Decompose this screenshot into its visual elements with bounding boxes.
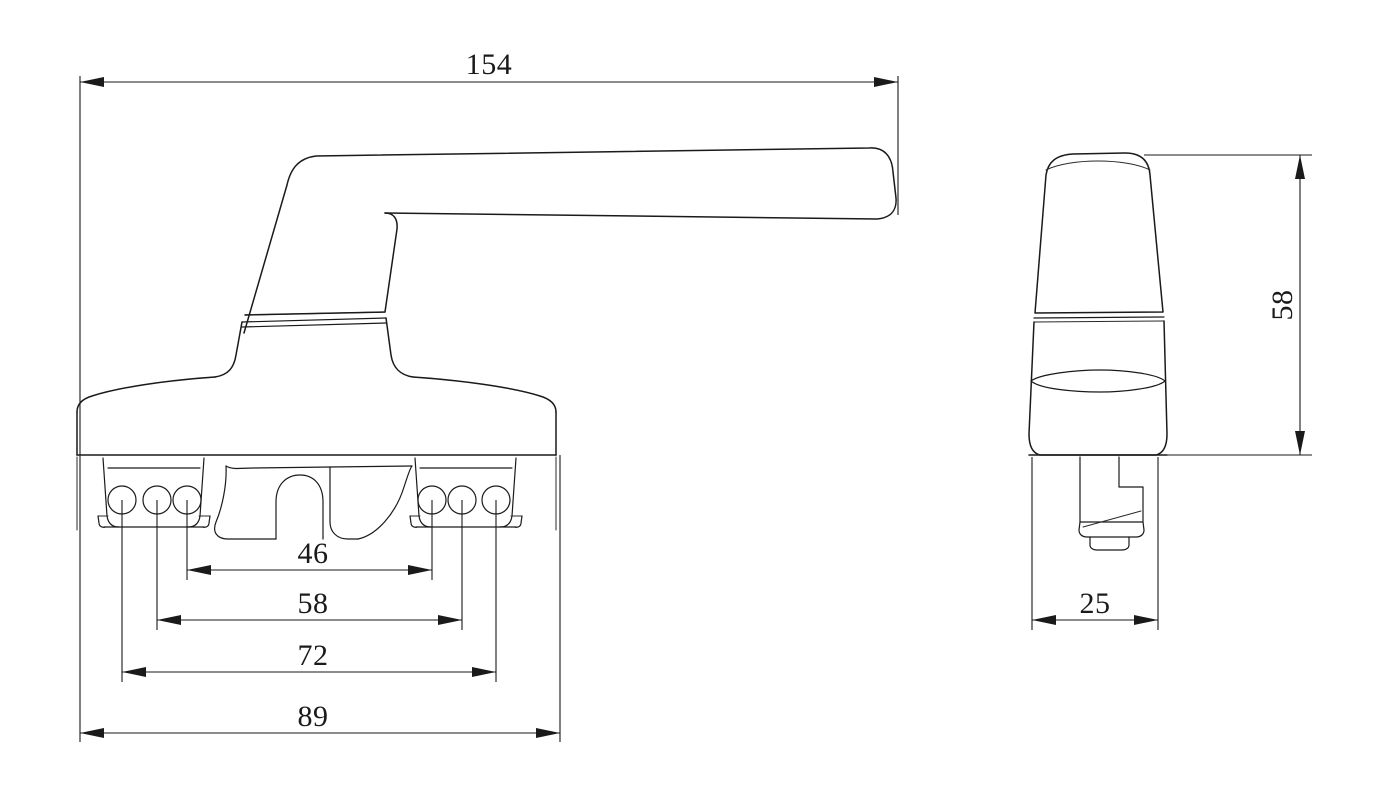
dim-154-arrow-left — [80, 77, 104, 87]
side-lever-stem — [1034, 152, 1164, 314]
fixing-hole-2 — [142, 485, 172, 515]
dim-89-label: 89 — [298, 700, 329, 733]
left-boss-tab-left — [97, 515, 106, 528]
dim-89-arrow-right — [536, 728, 560, 738]
neck-right-flare — [385, 317, 414, 378]
side-collar-line-upper — [1033, 316, 1165, 319]
dim-46-arrow-right — [408, 565, 432, 575]
dim-46-arrow-left — [187, 565, 211, 575]
right-screw-boss-group — [409, 457, 523, 528]
dim-58-arrow-left — [157, 615, 181, 625]
fixing-hole-1 — [107, 485, 137, 515]
dim-72-label: 72 — [298, 639, 329, 672]
rosette-top-right — [412, 376, 557, 413]
dimension-154: 154 — [80, 48, 898, 87]
dim-72-arrow-left — [122, 667, 146, 677]
dim-25-label: 25 — [1080, 587, 1111, 620]
collar-top-line — [244, 311, 386, 316]
front-view-extension-lines — [79, 76, 899, 742]
hub-left-sweep — [214, 465, 277, 540]
side-spindle-body — [1079, 456, 1144, 523]
dim-58v-arrow-bottom — [1295, 431, 1305, 455]
dim-46-label: 46 — [298, 537, 329, 570]
dim-25-arrow-right — [1134, 615, 1158, 625]
side-collar-line-lower — [1033, 320, 1165, 323]
fixing-hole-5 — [447, 485, 477, 515]
dim-72-arrow-right — [472, 667, 496, 677]
hub-right-sweep — [329, 466, 359, 540]
hub-right-outer — [357, 465, 413, 540]
right-boss-tab-right — [514, 515, 523, 528]
dimension-72: 72 — [122, 639, 496, 677]
side-spindle-chamfer — [1078, 521, 1145, 538]
fixing-hole-4 — [417, 485, 447, 515]
dim-154-arrow-right — [874, 77, 898, 87]
front-view-geometry — [76, 147, 897, 540]
dimension-25: 25 — [1032, 587, 1158, 625]
right-boss-tab-left — [409, 515, 418, 528]
dimension-89: 89 — [80, 700, 560, 738]
hub-inner-notch — [275, 474, 324, 540]
side-rosette-seam-lower — [1030, 380, 1166, 393]
dimension-58: 58 — [157, 587, 462, 625]
fixing-hole-3 — [172, 485, 202, 515]
dim-58-arrow-right — [438, 615, 462, 625]
collar-band — [241, 317, 387, 323]
dim-58v-arrow-top — [1295, 155, 1305, 179]
central-spindle-cutout — [214, 465, 413, 540]
rosette-top-left — [76, 376, 216, 413]
lever-arm-lower-profile — [244, 212, 398, 316]
collar-band-lower — [241, 322, 387, 328]
dim-58-label: 58 — [298, 587, 329, 620]
side-rosette-seam-upper — [1030, 369, 1166, 382]
dimension-58-vertical: 58 — [1266, 155, 1305, 455]
dim-154-label: 154 — [466, 48, 513, 81]
dim-89-arrow-left — [80, 728, 104, 738]
hub-outer-arc — [225, 465, 331, 470]
side-spindle-bevel-line — [1082, 510, 1142, 528]
hub-top-line — [329, 465, 413, 468]
left-screw-boss-group — [97, 457, 211, 528]
side-spindle-tip — [1089, 536, 1130, 551]
neck-left-flare — [214, 321, 243, 378]
lever-arm-upper-profile — [243, 147, 897, 334]
left-boss-tab-right — [202, 515, 211, 528]
dim-25-arrow-left — [1032, 615, 1056, 625]
side-view-geometry — [1028, 152, 1312, 630]
fixing-hole-6 — [481, 485, 511, 515]
side-stem-top-highlight — [1045, 160, 1151, 171]
dim-58v-label: 58 — [1266, 290, 1299, 321]
dimension-46: 46 — [187, 537, 432, 575]
